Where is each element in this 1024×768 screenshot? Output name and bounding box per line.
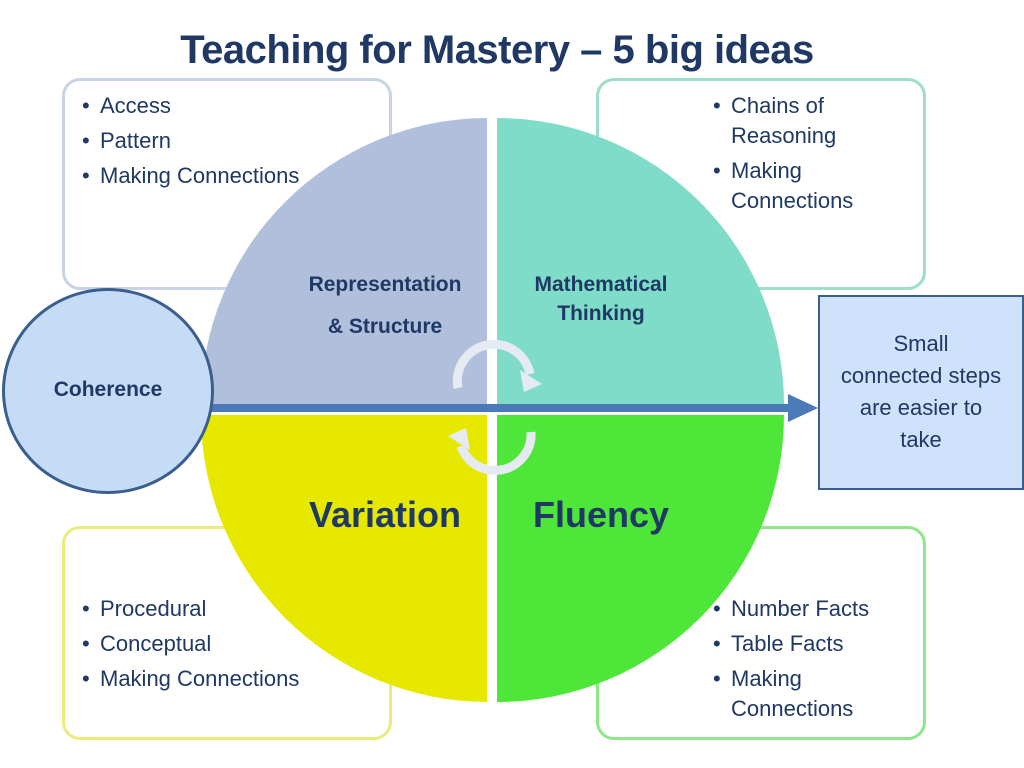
bullet-item: Number Facts — [709, 594, 919, 624]
page-title: Teaching for Mastery – 5 big ideas — [180, 28, 814, 72]
coherence-label: Coherence — [53, 378, 163, 401]
mathematical-thinking-bullet-list: Chains of Reasoning Making Connections — [709, 91, 919, 221]
bullet-item: Making Connections — [78, 161, 328, 191]
bullet-item: Making Connections — [78, 664, 328, 694]
bullet-item: Procedural — [78, 594, 328, 624]
small-steps-note-text: Small connected steps are easier to take — [820, 328, 1022, 456]
bullet-item: Chains of Reasoning — [709, 91, 919, 151]
bullet-item: Making Connections — [709, 156, 919, 216]
bullet-item: Conceptual — [78, 629, 328, 659]
label-line: Representation — [308, 273, 462, 296]
bullet-item: Access — [78, 91, 328, 121]
bullet-item: Making Connections — [709, 664, 919, 724]
bullet-item: Pattern — [78, 126, 328, 156]
small-steps-note-box — [818, 295, 1024, 490]
note-line: Small — [893, 331, 949, 356]
coherence-circle — [2, 288, 214, 494]
variation-quadrant — [201, 415, 487, 702]
bullet-item: Table Facts — [709, 629, 919, 659]
representation-structure-label: Representation & Structure — [290, 264, 480, 348]
variation-label: Variation — [308, 494, 462, 535]
cycle-arrows-icon — [452, 339, 536, 475]
representation-quadrant — [201, 118, 487, 405]
note-line: take — [900, 427, 942, 452]
label-line: Mathematical — [534, 273, 668, 296]
fluency-quadrant — [497, 415, 784, 702]
note-line: connected steps — [840, 363, 1002, 388]
fluency-bullet-list: Number Facts Table Facts Making Connecti… — [709, 594, 919, 729]
coherence-arrowhead-icon — [788, 394, 818, 422]
representation-bullet-list: Access Pattern Making Connections — [78, 91, 328, 196]
note-line: are easier to — [859, 395, 983, 420]
mathematical-thinking-quadrant — [497, 118, 784, 405]
cycle-arrowhead-icon — [520, 370, 542, 392]
label-line: Thinking — [557, 302, 645, 325]
label-line: & Structure — [327, 315, 443, 338]
cycle-arrowhead-icon — [448, 428, 470, 450]
variation-bullet-list: Procedural Conceptual Making Connections — [78, 594, 328, 699]
fluency-label: Fluency — [532, 494, 670, 535]
mathematical-thinking-label: Mathematical Thinking — [506, 270, 696, 328]
